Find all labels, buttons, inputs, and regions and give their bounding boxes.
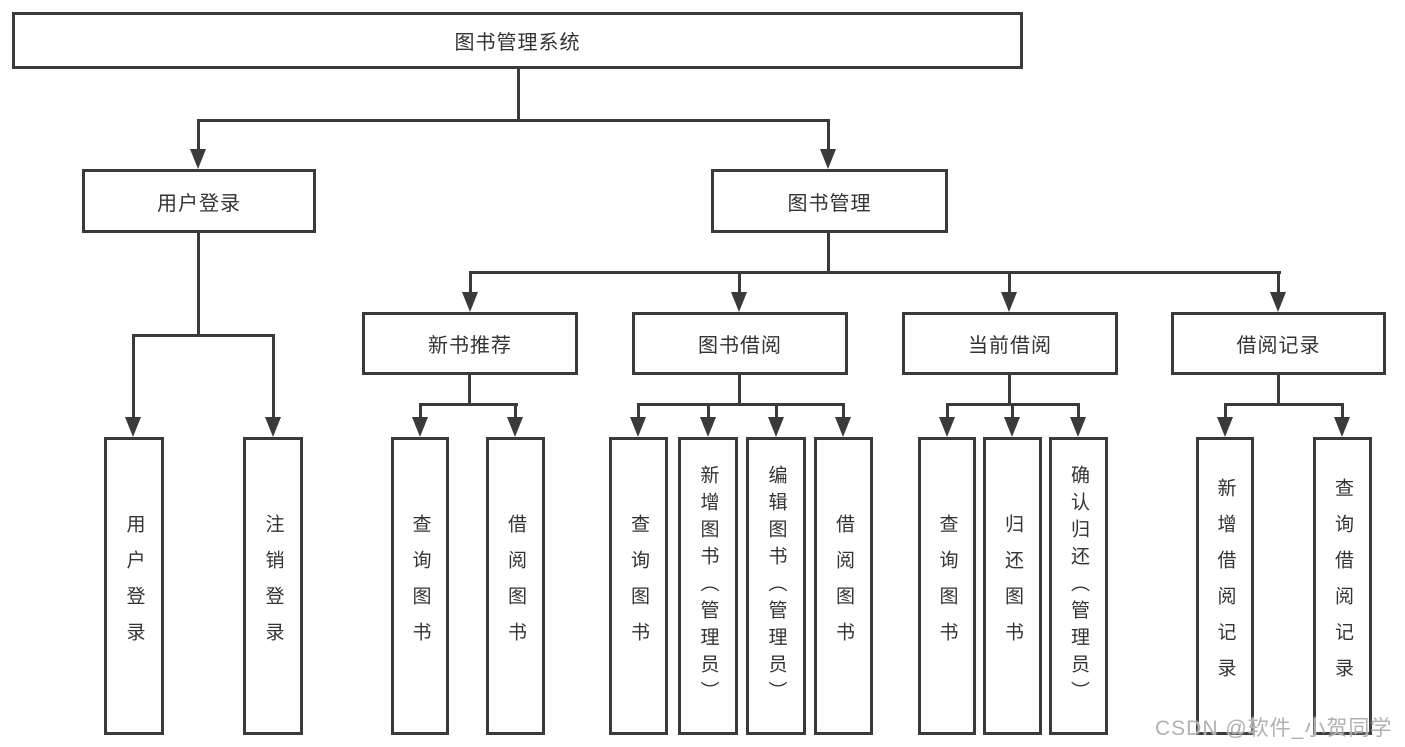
node-leaf-bb-add-books-admin-label: 新增图书（管理员） (697, 464, 719, 708)
arrowhead (820, 149, 836, 169)
arrowhead (265, 417, 281, 437)
connector-line (132, 334, 135, 419)
node-leaf-bb-edit-books-admin-label: 编辑图书（管理员） (765, 464, 787, 708)
connector-line (419, 403, 518, 406)
arrowhead (700, 417, 716, 437)
arrowhead (507, 417, 523, 437)
arrowhead (768, 417, 784, 437)
connector-line (1008, 375, 1011, 406)
connector-line (1224, 403, 1344, 406)
connector-line (272, 334, 275, 419)
node-leaf-user-login-label: 用户登录 (123, 514, 145, 658)
connector-line (1277, 271, 1280, 295)
node-user-login: 用户登录 (82, 169, 316, 233)
connector-line (197, 119, 830, 122)
connector-line (775, 403, 778, 421)
connector-line (517, 68, 520, 121)
node-leaf-cb-confirm-return-admin-label: 确认归还（管理员） (1068, 464, 1089, 708)
node-user-login-label: 用户登录 (157, 192, 241, 215)
node-leaf-cb-return-books: 归还图书 (983, 437, 1042, 735)
connector-line (637, 403, 640, 421)
node-book-management: 图书管理 (711, 169, 948, 233)
node-new-book-recommendation: 新书推荐 (362, 312, 578, 375)
node-current-borrowing-label: 当前借阅 (968, 335, 1052, 357)
node-leaf-br-add-record-label: 新增借阅记录 (1214, 478, 1236, 694)
connector-line (707, 403, 710, 421)
watermark: CSDN @软件_小贺同学 (1155, 717, 1393, 740)
connector-line (738, 271, 741, 295)
connector-line (514, 403, 517, 421)
connector-line (468, 375, 471, 406)
node-leaf-bb-borrow-books-label: 借阅图书 (833, 514, 854, 658)
node-book-borrowing: 图书借阅 (632, 312, 848, 375)
node-leaf-cb-return-books-label: 归还图书 (1002, 514, 1023, 658)
node-leaf-br-query-record-label: 查询借阅记录 (1332, 478, 1353, 694)
connector-line (1277, 375, 1280, 406)
connector-line (1011, 403, 1014, 421)
connector-line (419, 403, 422, 421)
node-leaf-br-add-record: 新增借阅记录 (1196, 437, 1254, 735)
node-borrowing-records: 借阅记录 (1171, 312, 1386, 375)
connector-line (637, 403, 845, 406)
arrowhead (462, 292, 478, 312)
arrowhead (939, 417, 955, 437)
node-leaf-bb-edit-books-admin: 编辑图书（管理员） (746, 437, 806, 735)
connector-line (469, 271, 472, 295)
node-current-borrowing: 当前借阅 (902, 312, 1118, 375)
connector-line (1008, 271, 1011, 295)
arrowhead (630, 417, 646, 437)
connector-line (132, 334, 275, 337)
node-leaf-nbr-borrow-books-label: 借阅图书 (505, 514, 526, 658)
connector-line (842, 403, 845, 421)
arrowhead (1270, 292, 1286, 312)
node-book-borrowing-label: 图书借阅 (698, 335, 782, 357)
arrowhead (125, 417, 141, 437)
connector-line (946, 403, 949, 421)
node-leaf-user-login: 用户登录 (104, 437, 164, 735)
connector-line (827, 119, 830, 154)
arrowhead (1004, 417, 1020, 437)
arrowhead (1070, 417, 1086, 437)
node-leaf-nbr-query-books-label: 查询图书 (409, 514, 431, 658)
node-leaf-br-query-record: 查询借阅记录 (1313, 437, 1372, 735)
connector-line (1224, 403, 1227, 421)
node-leaf-nbr-query-books: 查询图书 (391, 437, 449, 735)
arrowhead (835, 417, 851, 437)
connector-line (197, 233, 200, 336)
connector-line (197, 119, 200, 154)
connector-line (827, 233, 830, 273)
node-leaf-cb-confirm-return-admin: 确认归还（管理员） (1049, 437, 1108, 735)
arrowhead (1217, 417, 1233, 437)
node-leaf-bb-add-books-admin: 新增图书（管理员） (678, 437, 738, 735)
node-library-system-label: 图书管理系统 (454, 32, 581, 54)
node-leaf-cb-query-books: 查询图书 (918, 437, 976, 735)
connector-line (1341, 403, 1344, 421)
node-leaf-nbr-borrow-books: 借阅图书 (486, 437, 545, 735)
node-leaf-logout-label: 注销登录 (262, 514, 284, 658)
arrowhead (1334, 417, 1350, 437)
node-new-book-recommendation-label: 新书推荐 (428, 335, 512, 357)
arrowhead (731, 292, 747, 312)
connector-line (469, 271, 1281, 274)
node-leaf-bb-query-books-label: 查询图书 (628, 514, 649, 658)
arrowhead (190, 149, 206, 169)
connector-line (1077, 403, 1080, 421)
node-leaf-logout: 注销登录 (243, 437, 303, 735)
node-book-management-label: 图书管理 (787, 192, 872, 215)
node-leaf-bb-query-books: 查询图书 (609, 437, 668, 735)
connector-line (738, 375, 741, 406)
node-borrowing-records-label: 借阅记录 (1236, 335, 1321, 357)
node-leaf-cb-query-books-label: 查询图书 (936, 514, 958, 658)
arrowhead (412, 417, 428, 437)
node-library-system: 图书管理系统 (12, 12, 1023, 69)
arrowhead (1001, 292, 1017, 312)
node-leaf-bb-borrow-books: 借阅图书 (814, 437, 873, 735)
